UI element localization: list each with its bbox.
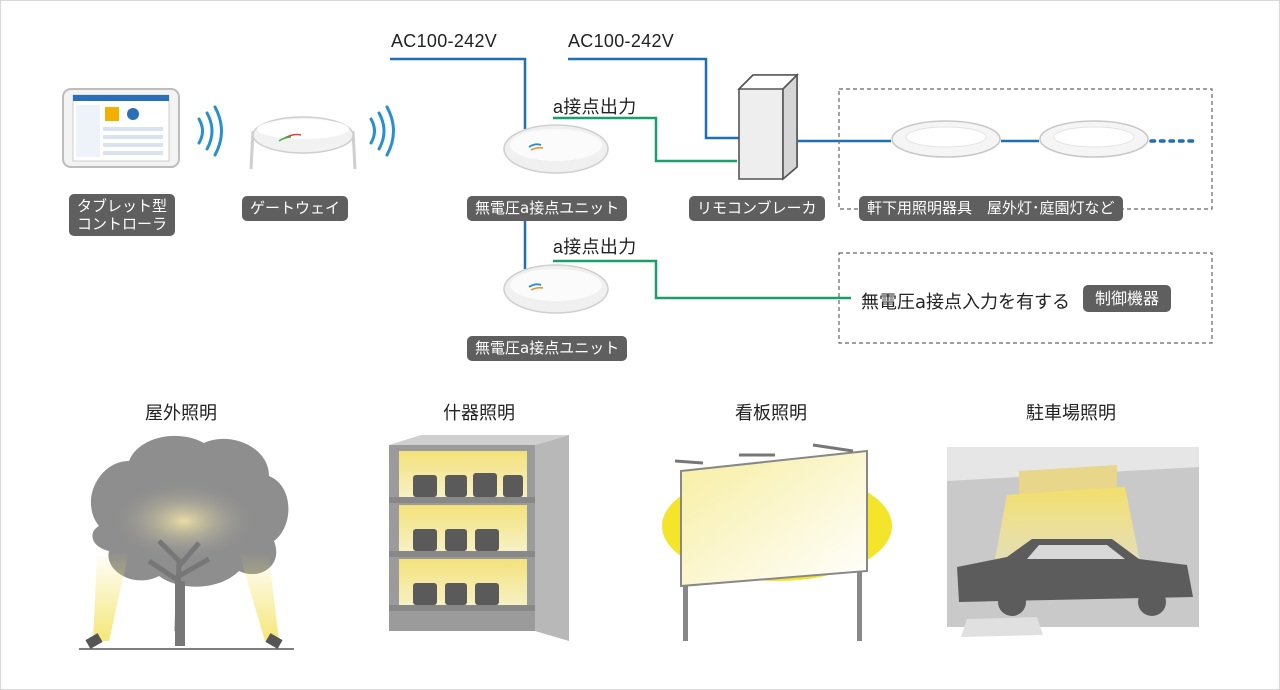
sign-lighting-illustration (662, 443, 892, 641)
scene-heading-sign: 看板照明 (735, 403, 807, 424)
power-line-right (568, 57, 739, 140)
tablet-label-line2: コントローラ (77, 215, 168, 233)
fixture-lighting-illustration (389, 435, 569, 641)
remote-breaker-icon (737, 73, 799, 181)
power-label-left: AC100-242V (391, 31, 498, 51)
tablet-controller-icon (62, 88, 180, 168)
output-label-top: a接点出力 (553, 97, 637, 117)
tablet-controller-tag: タブレット型 コントローラ (69, 194, 176, 236)
remote-breaker-tag: リモコンブレーカ (689, 196, 825, 221)
contact-unit-bottom-tag: 無電圧a接点ユニット (467, 336, 628, 361)
signal-line-bottom (553, 259, 851, 300)
contact-unit-top-icon (503, 124, 609, 174)
tree-icon (90, 435, 289, 646)
wifi-signal-icon (197, 105, 223, 157)
spotlight-icon (265, 633, 283, 649)
outdoor-lighting-illustration (79, 435, 294, 650)
gateway-icon (249, 116, 357, 170)
signal-line-top (553, 116, 737, 163)
handbag-icon (413, 473, 523, 605)
power-line-left (390, 57, 527, 129)
gateway-tag: ゲートウェイ (242, 196, 349, 221)
wifi-signal-icon (369, 105, 395, 157)
contact-unit-bottom-icon (503, 264, 609, 314)
scene-heading-outdoor: 屋外照明 (145, 403, 217, 424)
tablet-label-line1: タブレット型 (77, 197, 168, 215)
output-label-bottom: a接点出力 (553, 237, 637, 257)
control-equipment-tag: 制御機器 (1083, 285, 1172, 312)
downlight-icon (1039, 120, 1149, 158)
downlight-icon (891, 120, 1001, 158)
lighting-fixtures-tag: 軒下用照明器具 屋外灯･庭園灯など (859, 196, 1123, 221)
light-beam (239, 553, 279, 641)
scene-heading-fixture: 什器照明 (443, 403, 515, 424)
spotlight-icon (85, 633, 103, 649)
contact-unit-top-tag: 無電圧a接点ユニット (467, 196, 628, 221)
parking-lighting-illustration (947, 447, 1199, 637)
light-beam (93, 551, 129, 641)
car-icon (957, 539, 1193, 616)
power-label-right: AC100-242V (568, 31, 675, 51)
control-equipment-text: 無電圧a接点入力を有する (861, 292, 1071, 313)
scene-heading-parking: 駐車場照明 (1026, 403, 1116, 424)
sign-lamp-icon (674, 443, 854, 465)
